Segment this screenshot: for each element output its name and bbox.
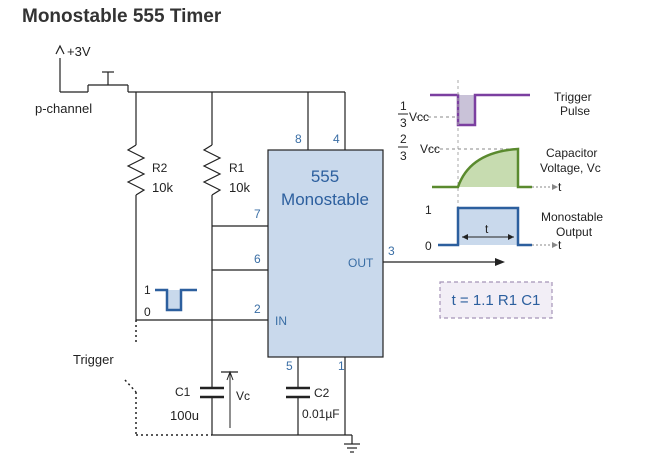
ic-name: 555	[311, 167, 339, 186]
wave-trigger-label-1: Trigger	[554, 90, 592, 104]
wave-trigger-label-2: Pulse	[560, 104, 590, 118]
c2-name: C2	[314, 386, 330, 400]
ic-out-label: OUT	[348, 256, 374, 270]
wave-cap-label-2: Voltage, Vc	[540, 161, 601, 175]
wave-13-num: 1	[400, 99, 407, 113]
formula-text: t = 1.1 R1 C1	[452, 292, 541, 309]
pin-2: 2	[254, 302, 261, 316]
c2-value: 0.01µF	[302, 407, 340, 421]
wave-cap-label-1: Capacitor	[546, 146, 597, 160]
supply-label: +3V	[67, 44, 91, 59]
wave-13-den: 3	[400, 116, 407, 130]
vc-label: Vc	[236, 389, 250, 403]
r1-value: 10k	[229, 180, 250, 195]
trigger-high: 1	[144, 283, 151, 297]
pin-8: 8	[295, 132, 302, 146]
wave-cap-t: t	[558, 180, 562, 194]
ic-mode: Monostable	[281, 190, 369, 209]
trigger-waveform	[416, 93, 530, 127]
ground-icon	[212, 434, 360, 453]
c2-capacitor	[286, 386, 310, 435]
trigger-switch	[124, 320, 212, 436]
wave-13-vcc: Vcc	[409, 110, 429, 124]
pin-5: 5	[286, 359, 293, 373]
trigger-pulse-icon	[155, 288, 197, 312]
pin-3: 3	[388, 244, 395, 258]
pin-1: 1	[338, 359, 345, 373]
trigger-low: 0	[144, 305, 151, 319]
wave-out-high: 1	[425, 203, 432, 217]
supply-wiring	[55, 44, 345, 93]
r2-name: R2	[152, 161, 168, 175]
pin-wires	[136, 92, 505, 435]
pin-7: 7	[254, 207, 261, 221]
wave-out-label-1: Monostable	[541, 210, 603, 224]
wave-23-vcc: Vcc	[420, 142, 440, 156]
wave-23-num: 2	[400, 132, 407, 146]
ic-in-label: IN	[275, 314, 287, 328]
c1-value: 100u	[170, 408, 199, 423]
r2-resistor	[126, 92, 146, 320]
c1-name: C1	[175, 385, 191, 399]
wave-23-den: 3	[400, 149, 407, 163]
wave-out-low: 0	[425, 239, 432, 253]
page-title: Monostable 555 Timer	[22, 6, 222, 27]
pin-4: 4	[333, 132, 340, 146]
c1-capacitor	[200, 386, 224, 435]
ic-555-body	[267, 149, 384, 358]
output-waveform	[438, 206, 558, 248]
vc-arrow	[221, 370, 238, 428]
wave-out-label-2: Output	[556, 225, 593, 239]
switch-label: p-channel	[35, 101, 92, 116]
capacitor-waveform	[428, 147, 558, 190]
r2-value: 10k	[152, 180, 173, 195]
wave-out-t: t	[558, 238, 562, 252]
formula-box	[439, 281, 553, 319]
trigger-label: Trigger	[73, 352, 114, 367]
r1-resistor	[202, 92, 222, 388]
pin-6: 6	[254, 252, 261, 266]
r1-name: R1	[229, 161, 245, 175]
wave-out-t-pulse: t	[485, 222, 489, 236]
